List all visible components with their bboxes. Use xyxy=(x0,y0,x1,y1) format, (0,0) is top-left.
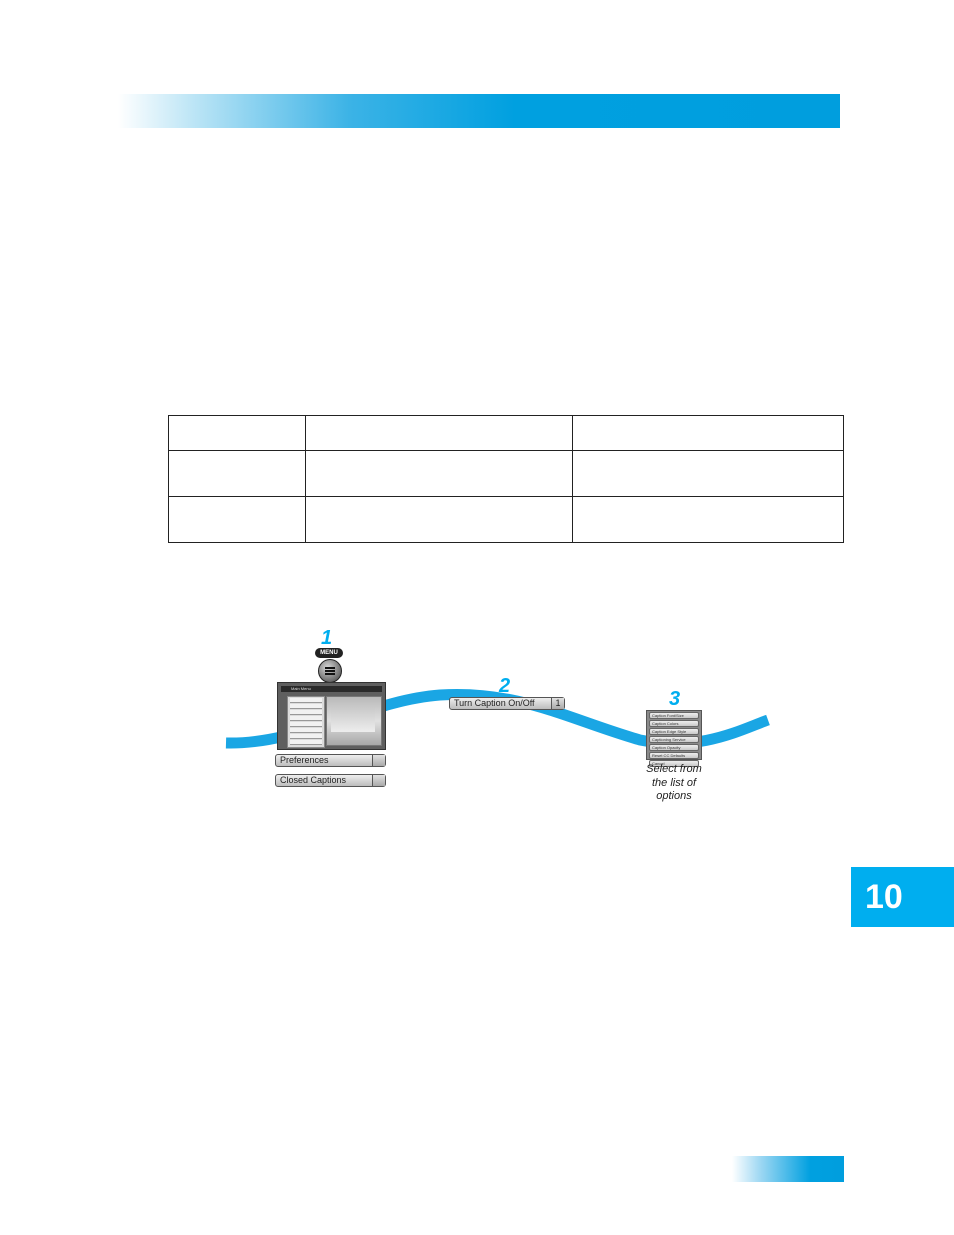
list-item: Reset CC Defaults xyxy=(649,752,699,759)
menu-icon xyxy=(318,659,342,683)
step-number-2: 2 xyxy=(499,675,511,697)
item-end-cap xyxy=(372,775,385,786)
table-cell xyxy=(168,450,306,497)
preview-image xyxy=(331,706,375,732)
table-cell xyxy=(572,496,844,543)
list-item: Caption Edge Style xyxy=(649,728,699,735)
table-cell xyxy=(168,415,306,451)
table-cell xyxy=(572,415,844,451)
table-row xyxy=(168,415,844,451)
screen-menu-list xyxy=(287,696,325,748)
turn-caption-key: 1 xyxy=(551,698,564,709)
list-item xyxy=(290,716,322,721)
note-line: the list of xyxy=(651,776,697,789)
screen-preview xyxy=(326,696,382,746)
list-item xyxy=(290,722,322,727)
header-bar xyxy=(118,94,840,128)
list-item: Captioning Service xyxy=(649,736,699,743)
list-item xyxy=(290,710,322,715)
list-item: Caption Colors xyxy=(649,720,699,727)
table-cell xyxy=(168,496,306,543)
table-row xyxy=(168,496,844,543)
list-item xyxy=(290,734,322,739)
table-row xyxy=(168,450,844,497)
table-cell xyxy=(305,496,573,543)
screen-title: Main Menu xyxy=(281,686,382,692)
chapter-tab: 10 xyxy=(851,867,954,927)
step-number-3: 3 xyxy=(669,688,681,710)
list-item: Cancel xyxy=(649,760,699,767)
step-number-1: 1 xyxy=(321,627,333,649)
list-item xyxy=(290,740,322,745)
table-cell xyxy=(572,450,844,497)
footer-bar xyxy=(732,1156,844,1182)
item-end-cap xyxy=(372,755,385,766)
turn-caption-label: Turn Caption On/Off xyxy=(454,698,535,708)
table-cell xyxy=(305,450,573,497)
list-item: Caption Font/Size xyxy=(649,712,699,719)
list-item xyxy=(290,728,322,733)
caption-options-list: Caption Font/Size Caption Colors Caption… xyxy=(646,710,702,767)
preferences-item: Preferences xyxy=(275,754,386,767)
turn-caption-item: Turn Caption On/Off 1 xyxy=(449,697,565,710)
list-item: Caption Opacity xyxy=(649,744,699,751)
note-line: Select from xyxy=(646,763,702,775)
main-menu-screen: Main Menu xyxy=(277,682,386,750)
table-cell xyxy=(305,415,573,451)
menu-button-label: MENU xyxy=(315,648,343,658)
closed-captions-label: Closed Captions xyxy=(280,775,347,785)
list-item xyxy=(290,698,322,703)
list-item xyxy=(290,704,322,709)
closed-captions-item: Closed Captions xyxy=(275,774,386,787)
note-line: options xyxy=(656,790,692,802)
info-table xyxy=(168,415,844,543)
preferences-label: Preferences xyxy=(280,755,329,765)
step3-note: Select from the list of options xyxy=(636,763,712,804)
